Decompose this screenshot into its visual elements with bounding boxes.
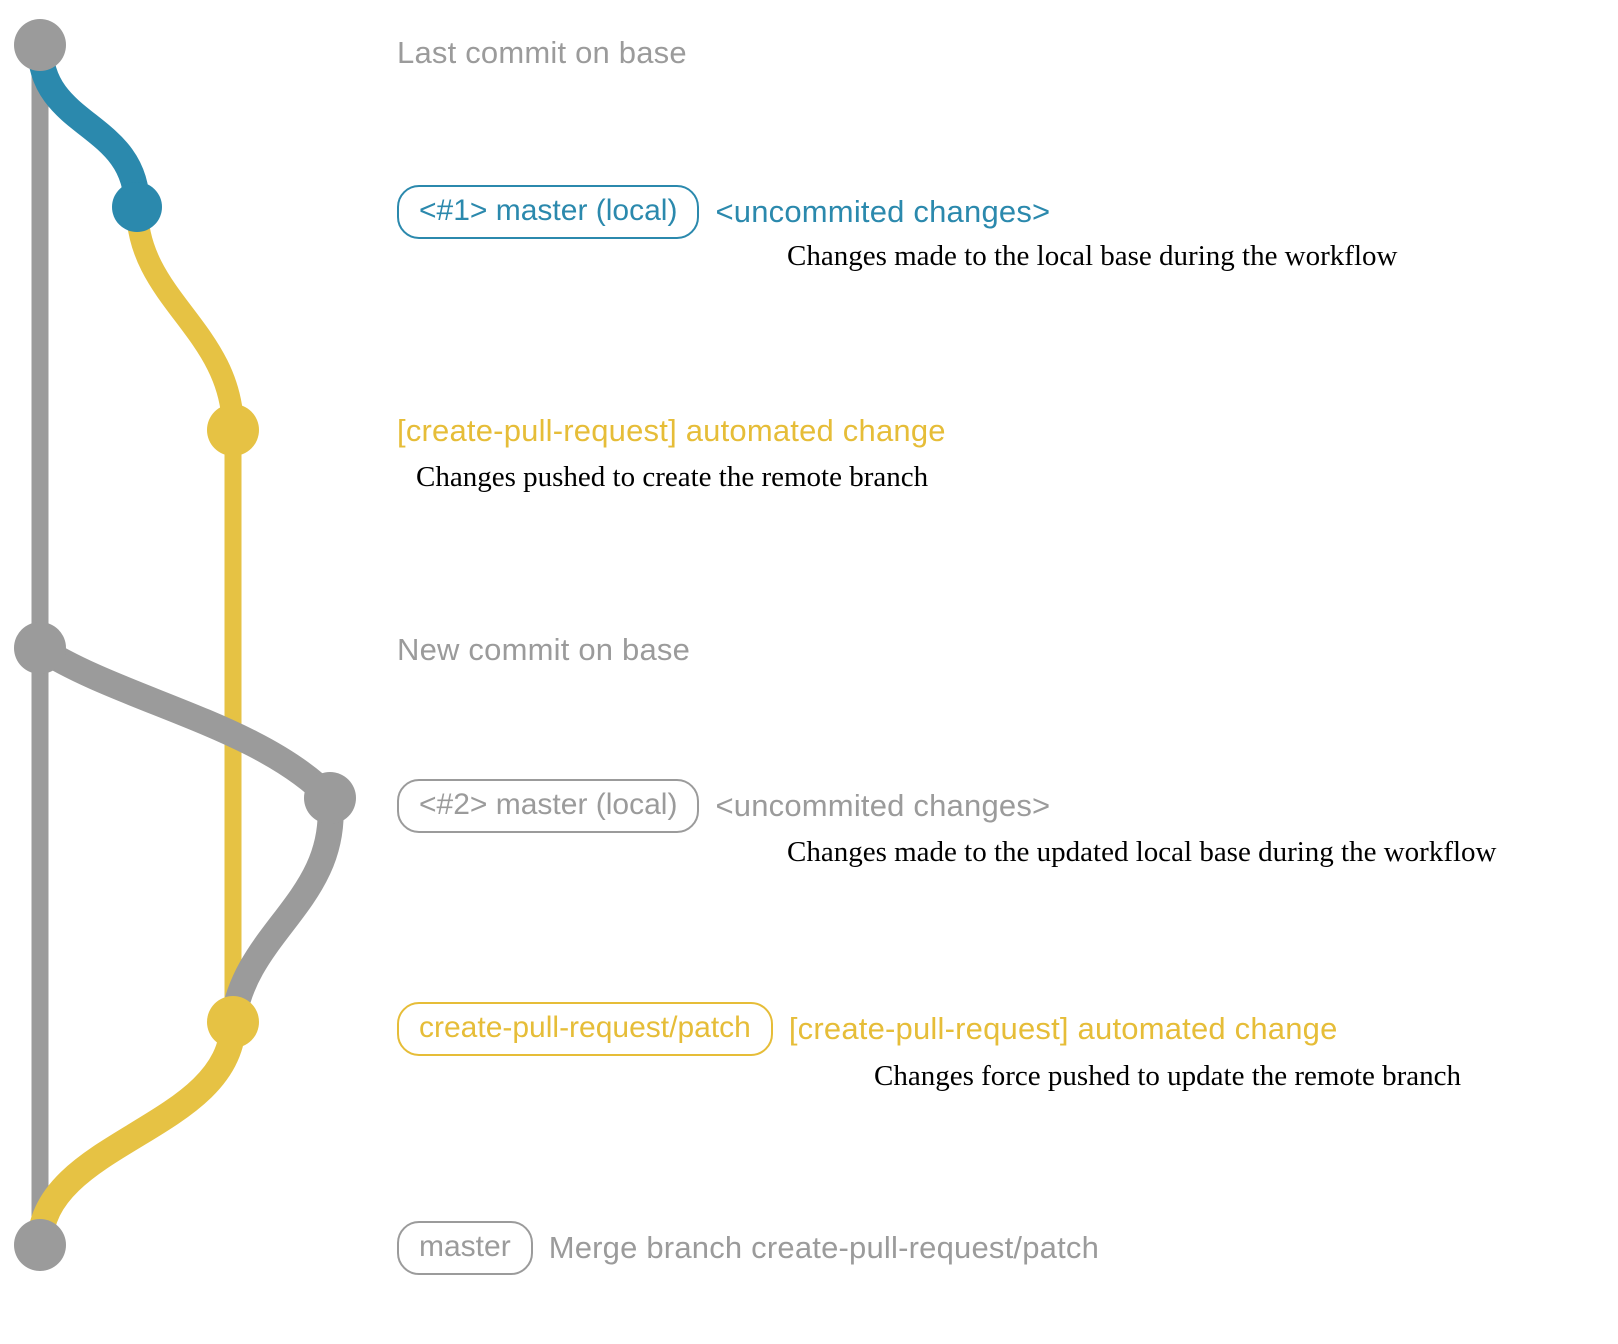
branch-badge-master-local-1[interactable]: <#1> master (local) [397,185,700,239]
row-master-local-2: <#2> master (local) <uncommited changes> [397,779,1050,833]
commit-message-new-commit-on-base: New commit on base [397,632,691,667]
commit-message-merge-commit: Merge branch create-pull-request/patch [548,1230,1100,1265]
description-automated-change-1: Changes pushed to create the remote bran… [416,461,929,493]
commit-message-automated-change-1: [create-pull-request] automated change [397,413,946,448]
branch-badge-master-local-2[interactable]: <#2> master (local) [397,779,700,833]
row-master-local-1: <#1> master (local) <uncommited changes> [397,185,1050,239]
row-last-commit-on-base: Last commit on base [397,35,687,71]
branch-badge-master[interactable]: master [397,1221,533,1275]
row-automated-change-1: [create-pull-request] automated change [397,413,946,449]
description-automated-change-2: Changes force pushed to update the remot… [874,1060,1462,1092]
description-master-local-2: Changes made to the updated local base d… [787,836,1497,868]
commit-message-master-local-1: <uncommited changes> [715,194,1051,229]
row-new-commit-on-base: New commit on base [397,632,690,668]
description-master-local-1: Changes made to the local base during th… [787,240,1398,272]
row-automated-change-2: create-pull-request/patch [create-pull-r… [397,1002,1338,1056]
commit-message-master-local-2: <uncommited changes> [715,788,1051,823]
row-merge-commit: master Merge branch create-pull-request/… [397,1221,1099,1275]
commit-message-last-commit-on-base: Last commit on base [397,35,687,70]
commit-message-automated-change-2: [create-pull-request] automated change [788,1011,1338,1046]
branch-badge-create-pull-request-patch[interactable]: create-pull-request/patch [397,1002,773,1056]
